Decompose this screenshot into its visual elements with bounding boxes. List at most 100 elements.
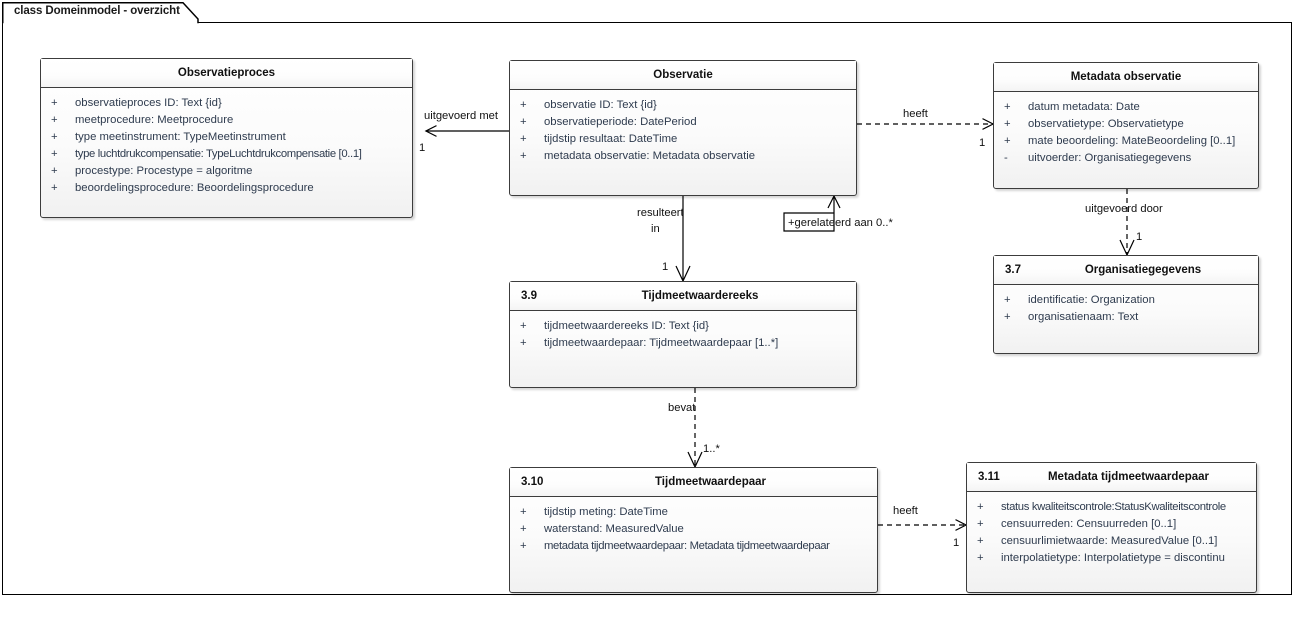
attribute-signature: tijdstip resultaat: DateTime xyxy=(544,133,678,145)
visibility-marker: + xyxy=(977,501,984,513)
class-header-organisatiegegevens: 3.7 Organisatiegegevens xyxy=(994,256,1258,285)
label-uitgevoerd-met: uitgevoerd met xyxy=(424,110,499,122)
attribute-signature: interpolatietype: Interpolatietype = dis… xyxy=(1001,552,1225,564)
multiplicity-uitgevoerd-door: 1 xyxy=(1136,231,1143,243)
visibility-marker: + xyxy=(51,131,58,143)
attribute-signature: metadata tijdmeetwaardepaar: Metadata ti… xyxy=(544,540,830,552)
class-title-observatieproces: Observatieproces xyxy=(177,67,276,79)
class-header-observatie: Observatie xyxy=(510,61,856,90)
class-number-metadata-tijdmeetwaardepaar: 3.11 xyxy=(978,471,1000,483)
attribute-signature: observatietype: Observatietype xyxy=(1028,118,1184,130)
class-tijdmeetwaardepaar[interactable]: 3.10 Tijdmeetwaardepaar + tijdstip metin… xyxy=(509,467,878,593)
visibility-marker: + xyxy=(520,506,527,518)
label-heeft-metadata-paar: heeft xyxy=(893,505,918,517)
attribute-signature: status kwaliteitscontrole:StatusKwalitei… xyxy=(1001,501,1226,513)
visibility-marker: + xyxy=(51,97,58,109)
attribute-list-tijdmeetwaardereeks: + tijdmeetwaardereeks ID: Text {id} + ti… xyxy=(510,311,856,359)
attribute-signature: meetprocedure: Meetprocedure xyxy=(75,114,234,126)
attribute-signature: datum metadata: Date xyxy=(1028,101,1140,113)
attribute-row: + observatieperiode: DatePeriod xyxy=(510,114,856,131)
attribute-list-tijdmeetwaardepaar: + tijdstip meting: DateTime + waterstand… xyxy=(510,497,877,562)
visibility-marker: + xyxy=(520,337,527,349)
attribute-signature: type meetinstrument: TypeMeetinstrument xyxy=(75,131,286,143)
class-header-metadata-tijdmeetwaardepaar: 3.11 Metadata tijdmeetwaardepaar xyxy=(967,463,1256,492)
multiplicity-heeft-metadata-observatie: 1 xyxy=(979,137,986,149)
attribute-signature: observatieperiode: DatePeriod xyxy=(544,116,697,128)
visibility-marker: + xyxy=(977,552,984,564)
attribute-row: + tijdmeetwaardereeks ID: Text {id} xyxy=(510,318,856,335)
attribute-signature: tijdmeetwaardepaar: Tijdmeetwaardepaar [… xyxy=(544,337,779,349)
class-observatieproces[interactable]: Observatieproces + observatieproces ID: … xyxy=(40,58,413,218)
class-header-observatieproces: Observatieproces xyxy=(41,59,412,88)
label-heeft-metadata-observatie: heeft xyxy=(903,108,928,120)
visibility-marker: + xyxy=(51,148,58,160)
visibility-marker: + xyxy=(520,150,527,162)
attribute-signature: beoordelingsprocedure: Beoordelingsproce… xyxy=(75,182,314,194)
attribute-list-observatieproces: + observatieproces ID: Text {id} + meetp… xyxy=(41,88,412,204)
attribute-signature: uitvoerder: Organisatiegegevens xyxy=(1028,152,1192,164)
class-metadata-observatie[interactable]: Metadata observatie + datum metadata: Da… xyxy=(993,62,1259,189)
class-observatie[interactable]: Observatie + observatie ID: Text {id} + … xyxy=(509,60,857,196)
attribute-signature: tijdstip meting: DateTime xyxy=(544,506,668,518)
attribute-row: + tijdmeetwaardepaar: Tijdmeetwaardepaar… xyxy=(510,335,856,352)
attribute-row: + observatieproces ID: Text {id} xyxy=(41,95,412,112)
attribute-list-organisatiegegevens: + identificatie: Organization + organisa… xyxy=(994,285,1258,333)
diagram-frame xyxy=(2,22,1292,595)
attribute-signature: mate beoordeling: MateBeoordeling [0..1] xyxy=(1028,135,1236,147)
class-header-metadata-observatie: Metadata observatie xyxy=(994,63,1258,92)
attribute-signature: waterstand: MeasuredValue xyxy=(544,523,684,535)
attribute-signature: type luchtdrukcompensatie: TypeLuchtdruk… xyxy=(75,148,362,160)
attribute-row: - uitvoerder: Organisatiegegevens xyxy=(994,150,1258,167)
class-number-tijdmeetwaardepaar: 3.10 xyxy=(521,476,544,488)
attribute-signature: censuurreden: Censuurreden [0..1] xyxy=(1001,518,1177,530)
class-title-organisatiegegevens: Organisatiegegevens xyxy=(1084,264,1202,276)
label-resulteert-in-line2: in xyxy=(651,223,660,235)
visibility-marker: + xyxy=(520,320,527,332)
label-bevat: bevat xyxy=(668,402,696,414)
class-header-tijdmeetwaardepaar: 3.10 Tijdmeetwaardepaar xyxy=(510,468,877,497)
class-metadata-tijdmeetwaardepaar[interactable]: 3.11 Metadata tijdmeetwaardepaar + statu… xyxy=(966,462,1257,593)
attribute-row: + status kwaliteitscontrole:StatusKwalit… xyxy=(967,499,1256,516)
attribute-row: + censuurreden: Censuurreden [0..1] xyxy=(967,516,1256,533)
class-title-observatie: Observatie xyxy=(653,69,713,81)
attribute-row: + datum metadata: Date xyxy=(994,99,1258,116)
class-number-tijdmeetwaardereeks: 3.9 xyxy=(521,290,537,302)
attribute-row: + interpolatietype: Interpolatietype = d… xyxy=(967,550,1256,567)
visibility-marker: + xyxy=(520,133,527,145)
visibility-marker: + xyxy=(51,114,58,126)
attribute-list-observatie: + observatie ID: Text {id} + observatiep… xyxy=(510,90,856,172)
visibility-marker: + xyxy=(977,535,984,547)
class-tijdmeetwaardereeks[interactable]: 3.9 Tijdmeetwaardereeks + tijdmeetwaarde… xyxy=(509,281,857,388)
attribute-row: + type meetinstrument: TypeMeetinstrumen… xyxy=(41,129,412,146)
attribute-row: + waterstand: MeasuredValue xyxy=(510,521,877,538)
visibility-marker: + xyxy=(51,165,58,177)
class-title-metadata-tijdmeetwaardepaar: Metadata tijdmeetwaardepaar xyxy=(1047,471,1210,483)
visibility-marker: + xyxy=(1004,135,1011,147)
attribute-list-metadata-observatie: + datum metadata: Date + observatietype:… xyxy=(994,92,1258,174)
label-resulteert-in-line1: resulteert xyxy=(637,207,684,219)
visibility-marker: + xyxy=(1004,118,1011,130)
visibility-marker: + xyxy=(977,518,984,530)
attribute-row: + procestype: Procestype = algoritme xyxy=(41,163,412,180)
attribute-row: + metadata tijdmeetwaardepaar: Metadata … xyxy=(510,538,877,555)
visibility-marker: + xyxy=(1004,311,1011,323)
class-organisatiegegevens[interactable]: 3.7 Organisatiegegevens + identificatie:… xyxy=(993,255,1259,354)
multiplicity-uitgevoerd-met: 1 xyxy=(419,142,426,154)
class-title-tijdmeetwaardepaar: Tijdmeetwaardepaar xyxy=(654,476,766,488)
attribute-row: + mate beoordeling: MateBeoordeling [0..… xyxy=(994,133,1258,150)
label-gerelateerd-aan: +gerelateerd aan 0..* xyxy=(788,217,893,229)
visibility-marker: + xyxy=(51,182,58,194)
class-number-organisatiegegevens: 3.7 xyxy=(1005,264,1021,276)
visibility-marker: - xyxy=(1004,152,1008,164)
attribute-row: + identificatie: Organization xyxy=(994,292,1258,309)
attribute-signature: organisatienaam: Text xyxy=(1028,311,1139,323)
multiplicity-bevat: 1..* xyxy=(703,443,720,455)
visibility-marker: + xyxy=(520,116,527,128)
attribute-signature: observatieproces ID: Text {id} xyxy=(75,97,222,109)
visibility-marker: + xyxy=(520,99,527,111)
multiplicity-resulteert-in: 1 xyxy=(662,261,669,273)
attribute-list-metadata-tijdmeetwaardepaar: + status kwaliteitscontrole:StatusKwalit… xyxy=(967,492,1256,574)
attribute-signature: identificatie: Organization xyxy=(1028,294,1155,306)
visibility-marker: + xyxy=(520,540,527,552)
